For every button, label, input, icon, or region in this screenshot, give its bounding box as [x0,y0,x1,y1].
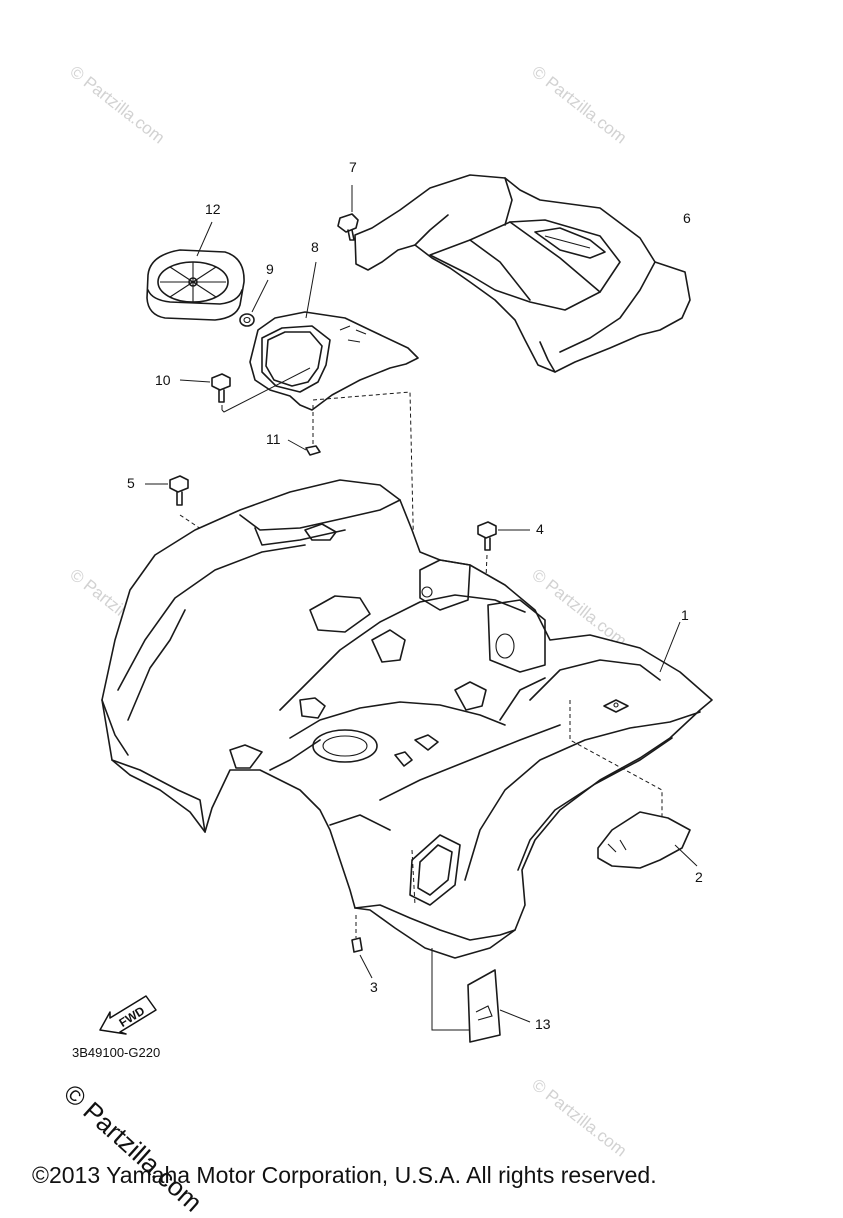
part-12-cap [146,221,245,321]
callout-7: 7 [349,159,357,175]
callout-2: 2 [695,869,703,885]
callout-6: 6 [683,210,691,226]
callout-12: 12 [205,201,221,217]
part-8-panel [249,261,419,411]
copyright-notice: ©2013 Yamaha Motor Corporation, U.S.A. A… [32,1162,657,1188]
callout-9: 9 [266,261,274,277]
part-2-decal [569,700,698,869]
part-6-carrier-cover [354,174,691,373]
part-code: 3B49100-G220 [72,1045,161,1060]
callout-3: 3 [370,979,378,995]
callout-5: 5 [127,475,135,491]
fwd-arrow-icon: FWD [99,995,157,1035]
part-1-rear-fender [101,479,713,959]
callout-13: 13 [535,1016,551,1032]
callout-10: 10 [155,372,171,388]
part-10-bolt [179,367,311,413]
part-3-clip [351,915,373,979]
callout-4: 4 [536,521,544,537]
callout-1: 1 [681,607,689,623]
part-13-decal [411,849,531,1043]
callout-8: 8 [311,239,319,255]
part-9-grommet [239,279,269,327]
callout-11: 11 [266,431,281,447]
part-11-nut [287,391,419,736]
part-7-bolt [337,185,359,241]
